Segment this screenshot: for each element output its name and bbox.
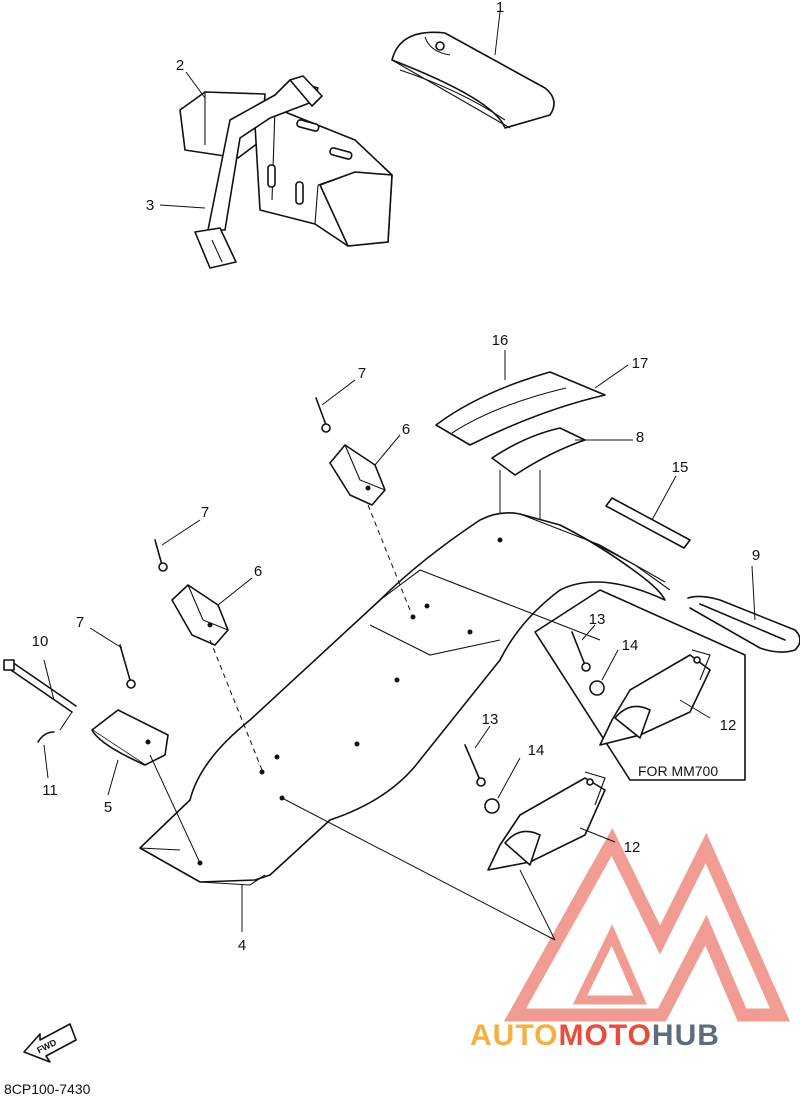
watermark-moto: MOTO — [558, 1019, 651, 1052]
diagram-code: 8CP100-7430 — [4, 1081, 91, 1097]
callout-13-lower: 13 — [482, 711, 499, 728]
callout-6-upper: 6 — [402, 421, 410, 438]
callout-7-lower: 7 — [76, 614, 84, 631]
callout-12-upper: 12 — [720, 717, 737, 734]
callout-5: 5 — [104, 799, 112, 816]
callout-13-upper: 13 — [589, 611, 606, 628]
part-4-panel — [139, 512, 671, 886]
part-12-bracket-lower — [487, 771, 606, 871]
part-11-pin — [37, 731, 55, 743]
part-1-bag — [391, 31, 555, 129]
callout-17: 17 — [632, 355, 649, 372]
part-7-rivet-lower — [119, 644, 136, 689]
watermark-logo — [503, 828, 790, 1022]
part-7-rivet-middle — [154, 539, 168, 572]
part-13-bolt-lower — [464, 744, 486, 787]
inset-mm700 — [534, 589, 746, 781]
callout-8: 8 — [636, 429, 644, 446]
watermark-auto: AUTO — [470, 1019, 558, 1052]
part-14-nut-lower — [484, 798, 500, 814]
part-15-bar — [605, 497, 691, 549]
part-6-clip-middle — [171, 584, 229, 646]
part-2-tool-kit — [179, 91, 393, 247]
inset-note-label: FOR MM700 — [638, 763, 718, 779]
callout-10: 10 — [32, 633, 49, 650]
fwd-arrow-icon: FWD — [23, 1023, 77, 1063]
callout-16: 16 — [492, 332, 509, 349]
callout-9: 9 — [752, 547, 760, 564]
callout-2: 2 — [176, 57, 184, 74]
callout-7-middle: 7 — [201, 504, 209, 521]
callout-3: 3 — [146, 197, 154, 214]
callout-15: 15 — [672, 459, 689, 476]
part-13-bolt-upper — [571, 631, 591, 672]
callout-12-lower: 12 — [624, 839, 641, 856]
part-8-pad — [491, 427, 586, 476]
part-3-strap — [194, 75, 323, 269]
callout-14-upper: 14 — [622, 637, 639, 654]
callout-1: 1 — [496, 0, 504, 16]
watermark-hub: HUB — [652, 1019, 720, 1052]
part-6-clip-upper — [329, 444, 386, 506]
part-12-bracket-upper — [599, 649, 711, 746]
callout-11: 11 — [42, 782, 58, 799]
part-14-nut-upper — [589, 680, 605, 696]
callout-7-upper: 7 — [358, 365, 366, 382]
part-9-rod — [687, 595, 800, 653]
part-7-rivet-upper — [315, 397, 331, 433]
part-16-decal — [435, 371, 606, 446]
part-5-hinge — [91, 709, 169, 766]
callout-14-lower: 14 — [528, 742, 545, 759]
part-10-bolt — [3, 659, 77, 713]
callout-4: 4 — [238, 937, 246, 954]
watermark-text: AUTOMOTOHUB — [470, 1019, 720, 1052]
callout-6-middle: 6 — [254, 563, 262, 580]
